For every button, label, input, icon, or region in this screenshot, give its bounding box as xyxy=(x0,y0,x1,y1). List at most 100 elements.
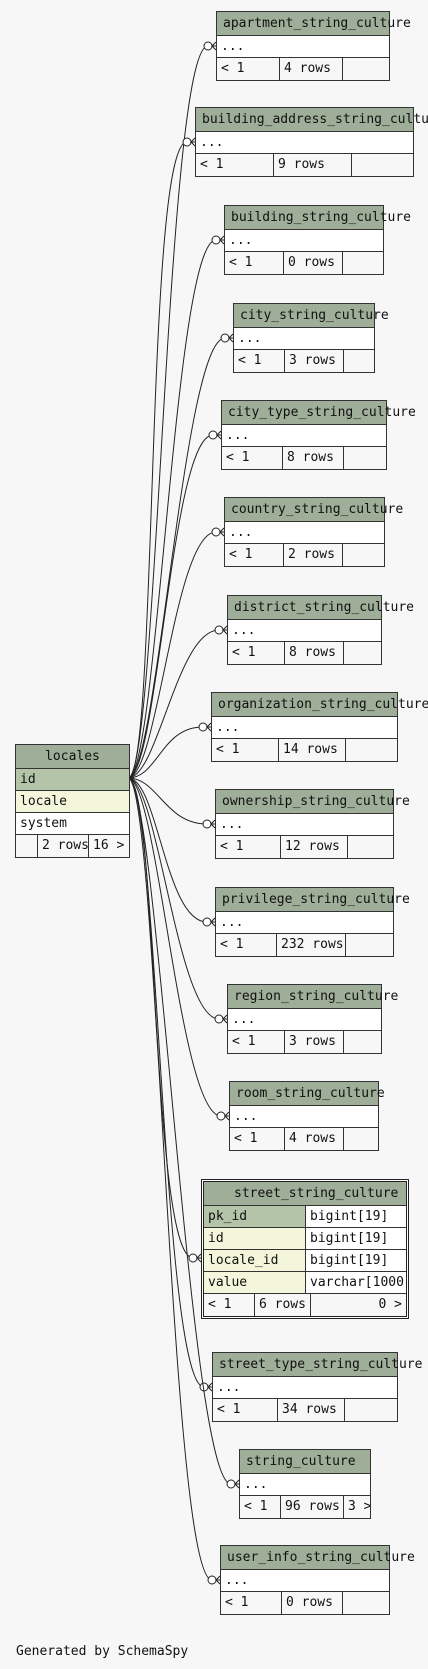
table-header[interactable]: street_type_string_culture xyxy=(213,1353,423,1377)
footer-prev[interactable]: < 1 xyxy=(230,1128,285,1150)
table-header[interactable]: privilege_string_culture xyxy=(216,888,410,912)
table-header[interactable]: city_string_culture xyxy=(234,304,389,328)
footer-next[interactable] xyxy=(344,350,374,372)
table-header[interactable]: string_culture xyxy=(240,1450,370,1474)
footer-next[interactable] xyxy=(344,447,386,469)
footer-next[interactable] xyxy=(343,1592,389,1614)
footer-next[interactable] xyxy=(343,252,383,274)
column-id: id xyxy=(16,769,129,791)
footer-next[interactable] xyxy=(344,1031,381,1053)
footer-next[interactable]: 16 > xyxy=(89,835,127,857)
footer-next[interactable] xyxy=(344,642,381,664)
footer-prev[interactable]: < 1 xyxy=(228,642,285,664)
zero-or-many-marker xyxy=(188,1253,198,1263)
footer-row-count: 4 rows xyxy=(280,58,343,80)
ellipsis-row: ... xyxy=(228,620,381,642)
footer-prev[interactable]: < 1 xyxy=(228,1031,285,1053)
footer-next[interactable] xyxy=(345,1399,397,1421)
column-system: system xyxy=(16,813,129,835)
relationship-line xyxy=(127,777,208,923)
footer-row-count: 34 rows xyxy=(278,1399,345,1421)
relationship-line xyxy=(127,239,217,779)
crows-foot-marker xyxy=(207,1382,213,1392)
relationship-line xyxy=(127,777,222,1117)
table-header[interactable]: locales xyxy=(16,745,129,769)
footer-prev[interactable]: < 1 xyxy=(221,1592,282,1614)
table-header[interactable]: room_string_culture xyxy=(230,1082,385,1106)
footer-prev[interactable]: < 1 xyxy=(240,1496,281,1518)
column-locale: locale xyxy=(16,791,129,813)
footer-next[interactable] xyxy=(346,739,397,761)
footer-prev[interactable]: < 1 xyxy=(212,739,279,761)
table-header[interactable]: organization_string_culture xyxy=(212,693,428,717)
footer-next[interactable] xyxy=(343,58,389,80)
table-header[interactable]: user_info_string_culture xyxy=(221,1546,415,1570)
footer-row-count: 4 rows xyxy=(285,1128,344,1150)
footer-next[interactable] xyxy=(352,154,413,176)
table-street-string-culture[interactable]: street_string_culture pk_id bigint[19] i… xyxy=(201,1179,409,1319)
crows-foot-marker xyxy=(219,235,225,245)
ellipsis-row: ... xyxy=(228,1009,381,1031)
footer-prev[interactable]: < 1 xyxy=(216,836,281,858)
footer-prev[interactable]: < 1 xyxy=(225,544,284,566)
table-header[interactable]: apartment_string_culture xyxy=(217,12,411,36)
footer-next[interactable] xyxy=(344,1128,378,1150)
zero-or-many-marker xyxy=(216,1111,226,1121)
zero-or-many-marker xyxy=(211,235,221,245)
table-header[interactable]: building_string_culture xyxy=(225,206,411,230)
crows-foot-marker xyxy=(228,333,234,343)
table-locales[interactable]: locales id locale system 2 rows 16 > xyxy=(15,744,130,858)
ellipsis-row: ... xyxy=(225,522,384,544)
crows-foot-marker xyxy=(219,527,225,537)
crows-foot-marker xyxy=(234,1479,240,1489)
table-header[interactable]: region_string_culture xyxy=(228,985,398,1009)
footer-next[interactable]: 3 > xyxy=(344,1496,370,1518)
crows-foot-marker xyxy=(206,722,212,732)
footer-prev[interactable]: < 1 xyxy=(204,1294,255,1316)
footer-row-count: 2 rows xyxy=(38,835,89,857)
table-header[interactable]: street_string_culture xyxy=(204,1182,406,1206)
zero-or-many-marker xyxy=(220,333,230,343)
footer-prev[interactable]: < 1 xyxy=(196,154,274,176)
table-header[interactable]: building_address_string_culture xyxy=(196,108,428,132)
ellipsis-row: ... xyxy=(196,132,413,154)
footer-next[interactable] xyxy=(343,544,384,566)
footer-prev[interactable]: < 1 xyxy=(222,447,283,469)
ellipsis-row: ... xyxy=(216,912,393,934)
zero-or-many-marker xyxy=(208,430,218,440)
table-header[interactable]: ownership_string_culture xyxy=(216,790,410,814)
footer-prev[interactable]: < 1 xyxy=(217,58,280,80)
footer-prev[interactable]: < 1 xyxy=(234,350,285,372)
footer-next[interactable] xyxy=(348,836,393,858)
table-header[interactable]: district_string_culture xyxy=(228,596,414,620)
relationship-line xyxy=(127,629,220,779)
footer-row-count: 8 rows xyxy=(285,642,344,664)
footer-prev[interactable]: < 1 xyxy=(225,252,284,274)
footer-row-count: 14 rows xyxy=(279,739,346,761)
footer-prev[interactable]: < 1 xyxy=(216,934,277,956)
zero-or-many-marker xyxy=(198,722,208,732)
footer-prev[interactable]: < 1 xyxy=(213,1399,278,1421)
footer-next[interactable]: 0 > xyxy=(311,1294,406,1316)
table-header[interactable]: city_type_string_culture xyxy=(222,401,416,425)
ellipsis-row: ... xyxy=(225,230,383,252)
table-header[interactable]: country_string_culture xyxy=(225,498,403,522)
footer-next[interactable] xyxy=(346,934,393,956)
